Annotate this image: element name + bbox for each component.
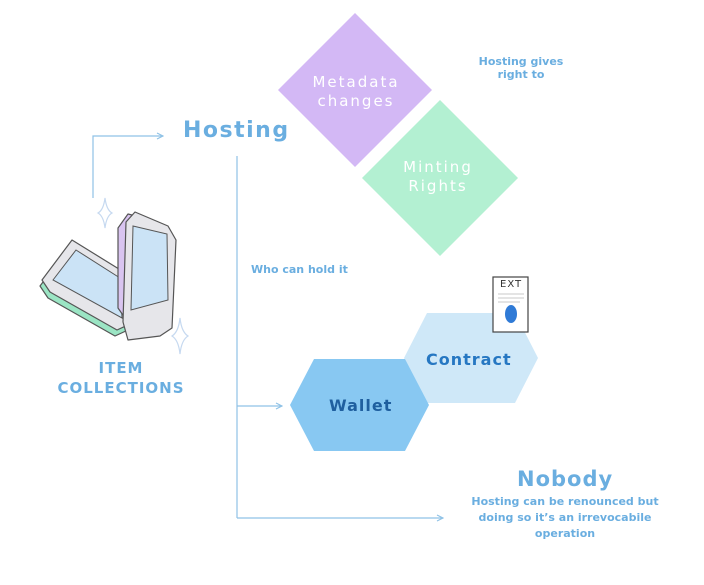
sparkle-icon	[170, 317, 190, 355]
minting-rights-diamond	[362, 100, 518, 256]
ext-badge-label: EXT	[500, 279, 523, 290]
nobody-description: Hosting can be renounced but doing so it…	[471, 495, 659, 540]
hosting-title: Hosting	[183, 118, 290, 143]
contract-hexagon	[404, 313, 538, 403]
wallet-label: Wallet	[329, 396, 393, 415]
item-collections-label: ITEM COLLECTIONS	[57, 359, 185, 397]
item-collections-illustration	[39, 211, 177, 341]
nobody-title: Nobody	[517, 467, 614, 491]
wallet-hexagon	[290, 359, 429, 451]
connector-collections-to-hosting	[92, 136, 163, 198]
sparkle-icon	[96, 197, 114, 229]
contract-label: Contract	[426, 350, 512, 369]
minting-rights-label: Minting Rights	[403, 158, 473, 195]
metadata-changes-label: Metadata changes	[312, 73, 400, 110]
rights-caption: Hosting gives right to	[478, 55, 564, 81]
metadata-changes-diamond	[278, 13, 432, 167]
ext-seal-icon	[505, 305, 517, 323]
holders-caption: Who can hold it	[251, 263, 348, 276]
ext-badge	[492, 276, 529, 333]
